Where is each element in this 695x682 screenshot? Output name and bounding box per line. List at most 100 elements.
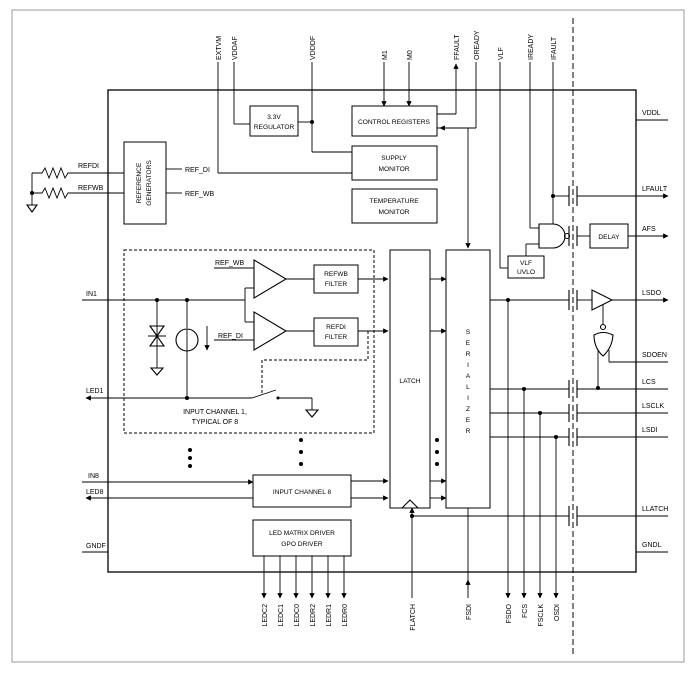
pin-fsdi: FSDI bbox=[466, 604, 473, 620]
pin-fsclk: FSCLK bbox=[538, 604, 545, 627]
svg-text:REFWB: REFWB bbox=[324, 271, 348, 278]
pin-iready: IREADY bbox=[528, 34, 535, 60]
pin-ifault: IFAULT bbox=[551, 36, 558, 60]
pin-refdi: REFDI bbox=[78, 163, 99, 170]
svg-text:A: A bbox=[466, 373, 471, 380]
delay-block: DELAY bbox=[589, 223, 629, 249]
current-source bbox=[175, 300, 210, 396]
pin-led1: LED1 bbox=[86, 388, 104, 395]
pin-m0: M0 bbox=[407, 50, 414, 60]
regulator-block: 3.3V REGULATOR bbox=[249, 105, 299, 137]
and-gate bbox=[538, 196, 571, 249]
pin-ledc2: LEDC2 bbox=[262, 604, 269, 627]
pin-lcs: LCS bbox=[642, 379, 656, 386]
pin-ledr1: LEDR1 bbox=[326, 604, 333, 627]
reference-resistors: REFDI REFWB bbox=[25, 163, 124, 213]
input-channel-8-block: INPUT CHANNEL 8 bbox=[252, 474, 352, 508]
reference-generators-block: REFERENCE GENERATORS bbox=[123, 141, 167, 225]
ref-wb-label: REF_WB bbox=[185, 191, 215, 198]
svg-text:REFDI: REFDI bbox=[326, 324, 346, 331]
pin-refwb: REFWB bbox=[78, 185, 104, 192]
pin-vdddf: VDDDF bbox=[310, 36, 317, 60]
chip-outline bbox=[107, 89, 637, 573]
led-matrix-driver-block: LED MATRIX DRIVER GPO DRIVER bbox=[252, 519, 352, 557]
svg-text:MONITOR: MONITOR bbox=[378, 166, 409, 173]
pin-afs: AFS bbox=[642, 226, 656, 233]
control-registers-block: CONTROL REGISTERS bbox=[351, 105, 438, 137]
temperature-monitor-block: TEMPERATURE MONITOR bbox=[351, 188, 438, 224]
vlf-uvlo-block: VLF UVLO bbox=[507, 255, 545, 279]
svg-text:REGULATOR: REGULATOR bbox=[254, 124, 295, 131]
top-pins: EXTVM VDDAF VDDDF M1 M0 FFAULT OREADY VL… bbox=[216, 30, 558, 269]
svg-text:L: L bbox=[466, 384, 470, 391]
pin-led8: LED8 bbox=[86, 489, 104, 496]
refwb-filter-block: REFWB FILTER bbox=[313, 264, 359, 294]
svg-text:CONTROL REGISTERS: CONTROL REGISTERS bbox=[358, 119, 431, 126]
svg-text:I: I bbox=[467, 362, 469, 369]
pin-lsclk: LSCLK bbox=[642, 403, 665, 410]
pin-sdoen: SDOEN bbox=[642, 352, 667, 359]
serializer-block: S E R I A L I Z E R bbox=[445, 249, 491, 509]
pin-lsdi: LSDI bbox=[642, 427, 658, 434]
ref-di-label: REF_DI bbox=[185, 167, 210, 174]
pin-gndl: GNDL bbox=[642, 542, 662, 549]
led-switch bbox=[251, 389, 320, 418]
svg-text:DELAY: DELAY bbox=[598, 234, 620, 241]
comparator-wb: REF_WB bbox=[214, 259, 288, 299]
pin-in1: IN1 bbox=[86, 291, 97, 298]
svg-text:LATCH: LATCH bbox=[399, 378, 420, 385]
svg-text:R: R bbox=[466, 351, 471, 358]
svg-text:REF_DI: REF_DI bbox=[218, 333, 243, 340]
pin-llatch: LLATCH bbox=[642, 506, 668, 513]
channel-caption-line1: INPUT CHANNEL 1, bbox=[183, 409, 247, 416]
refdi-filter-block: REFDI FILTER bbox=[313, 317, 359, 347]
svg-text:E: E bbox=[466, 340, 471, 347]
channel-caption-line2: TYPICAL OF 8 bbox=[192, 419, 239, 426]
pin-in8: IN8 bbox=[88, 473, 99, 480]
svg-text:FILTER: FILTER bbox=[325, 334, 347, 341]
svg-text:REF_WB: REF_WB bbox=[215, 260, 245, 267]
pin-flatch: FLATCH bbox=[410, 604, 417, 631]
input-channel-1-region bbox=[123, 249, 375, 434]
pin-ledc0: LEDC0 bbox=[294, 604, 301, 627]
tvs-diode bbox=[148, 300, 166, 376]
pin-vddaf: VDDAF bbox=[232, 36, 239, 60]
supply-monitor-block: SUPPLY MONITOR bbox=[351, 145, 438, 181]
pin-m1: M1 bbox=[382, 50, 389, 60]
latch-block: LATCH bbox=[389, 249, 431, 509]
svg-text:S: S bbox=[466, 329, 471, 336]
svg-text:INPUT CHANNEL 8: INPUT CHANNEL 8 bbox=[273, 489, 332, 496]
svg-text:GENERATORS: GENERATORS bbox=[146, 160, 153, 206]
pin-fcs: FCS bbox=[522, 604, 529, 618]
pin-ledr0: LEDR0 bbox=[342, 604, 349, 627]
pin-ledr2: LEDR2 bbox=[310, 604, 317, 627]
bottom-pins: LEDC2 LEDC1 LEDC0 LEDR2 LEDR1 LEDR0 FLAT… bbox=[261, 298, 561, 631]
svg-text:SUPPLY: SUPPLY bbox=[381, 155, 407, 162]
svg-text:I: I bbox=[467, 395, 469, 402]
svg-text:TEMPERATURE: TEMPERATURE bbox=[369, 198, 419, 205]
svg-text:REFERENCE: REFERENCE bbox=[136, 162, 143, 203]
svg-text:MONITOR: MONITOR bbox=[378, 209, 409, 216]
svg-text:VLF: VLF bbox=[520, 260, 532, 267]
pin-fsdo: FSDO bbox=[506, 603, 513, 623]
svg-text:UVLO: UVLO bbox=[517, 269, 535, 276]
pin-lsdo: LSDO bbox=[642, 290, 662, 297]
pin-lfault: LFAULT bbox=[642, 186, 668, 193]
comparator-di: REF_DI bbox=[214, 311, 288, 351]
ellipsis-dots bbox=[188, 438, 439, 468]
svg-text:LED MATRIX DRIVER: LED MATRIX DRIVER bbox=[269, 530, 335, 537]
pin-vlf: VLF bbox=[498, 47, 505, 60]
pin-ledc1: LEDC1 bbox=[278, 604, 285, 627]
svg-text:E: E bbox=[466, 417, 471, 424]
svg-text:Z: Z bbox=[466, 406, 470, 413]
svg-text:GPO DRIVER: GPO DRIVER bbox=[281, 541, 323, 548]
svg-text:FILTER: FILTER bbox=[325, 281, 347, 288]
pin-osdi: OSDI bbox=[554, 604, 561, 621]
svg-text:R: R bbox=[466, 428, 471, 435]
pin-oready: OREADY bbox=[474, 30, 481, 60]
svg-text:3.3V: 3.3V bbox=[267, 114, 281, 121]
pin-ffault: FFAULT bbox=[454, 34, 461, 60]
figure-frame bbox=[11, 9, 685, 663]
lsdo-buffer bbox=[591, 289, 614, 311]
